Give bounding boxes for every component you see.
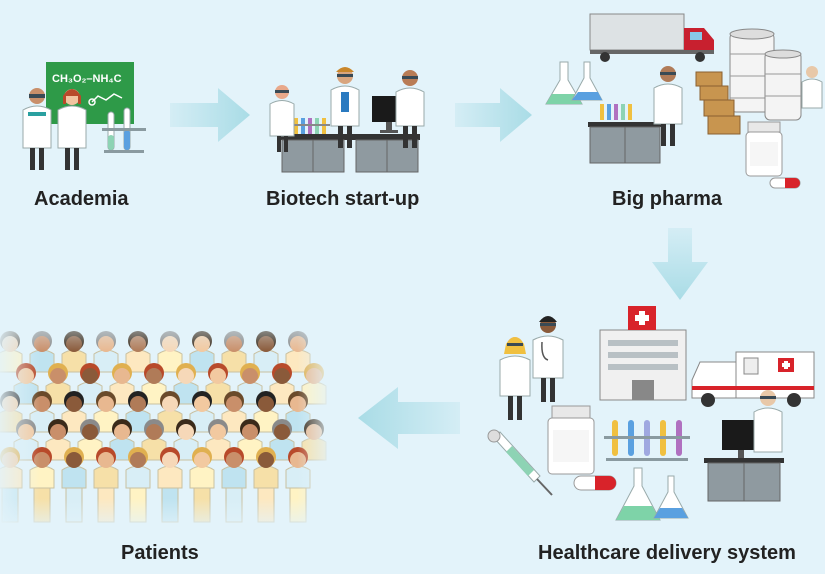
flask — [545, 61, 583, 105]
patient-figure — [61, 447, 87, 523]
patient-figure — [93, 331, 119, 373]
patient-figure — [189, 447, 215, 523]
scientist-figure — [269, 85, 295, 152]
test-tube-rack — [290, 118, 330, 134]
test-tube-rack — [604, 420, 690, 461]
chalkboard-formula: CH₃O₂–NH₄C — [52, 73, 122, 85]
storage-tank — [764, 49, 802, 121]
scientist-figure — [653, 66, 683, 146]
label-biotech-start-up: Biotech start-up — [266, 188, 420, 210]
pill-bottle — [547, 405, 595, 475]
patient-figure — [221, 331, 247, 373]
shipping-boxes — [695, 71, 741, 135]
biotech-scene — [269, 67, 425, 173]
label-big-pharma: Big pharma — [612, 188, 723, 210]
patient-figure — [29, 447, 55, 523]
capsule-pill — [769, 177, 801, 189]
patient-figure — [157, 447, 183, 523]
scientist-figure — [395, 70, 425, 148]
flask — [615, 467, 661, 521]
label-healthcare-delivery-system: Healthcare delivery system — [538, 542, 796, 564]
patients-crowd — [0, 331, 327, 523]
lab-bench — [704, 458, 784, 502]
patient-figure — [61, 331, 87, 373]
academia-scene: CH₃O₂–NH₄C — [22, 62, 146, 170]
arrow-academia-to-biotech — [170, 88, 250, 142]
pharma-scene — [545, 13, 823, 189]
scientist-figure — [801, 66, 823, 109]
scientist-figure — [753, 390, 783, 453]
arrow-healthcare-to-patients — [358, 387, 460, 449]
hospital-building — [599, 306, 687, 401]
patient-figure — [125, 447, 151, 523]
patient-figure — [93, 447, 119, 523]
patient-figure — [0, 447, 23, 523]
patient-figure — [285, 331, 311, 373]
patient-figure — [125, 331, 151, 373]
pill-bottle — [745, 121, 783, 177]
syringe — [487, 429, 553, 496]
test-tube-rack — [600, 104, 632, 120]
arrow-pharma-to-healthcare — [652, 228, 708, 300]
patient-figure — [285, 447, 311, 523]
lab-bench — [588, 122, 662, 164]
scientist-figure — [57, 89, 87, 170]
capsule-pill — [573, 475, 617, 491]
label-academia: Academia — [34, 188, 129, 210]
ambulance — [691, 351, 815, 407]
patient-figure — [189, 331, 215, 373]
arrow-biotech-to-pharma — [455, 88, 532, 142]
delivery-truck — [589, 13, 714, 62]
flask — [653, 475, 689, 519]
scientist-figure — [330, 67, 360, 148]
doctor-figure — [499, 337, 531, 420]
test-tube-rack — [102, 107, 146, 153]
scientist-figure — [22, 88, 52, 170]
flask — [571, 61, 603, 101]
patient-figure — [253, 331, 279, 373]
doctor-figure — [532, 316, 564, 402]
patient-figure — [157, 331, 183, 373]
patient-figure — [29, 331, 55, 373]
storage-tank — [729, 28, 775, 113]
patient-figure — [0, 331, 23, 373]
healthcare-scene — [487, 306, 815, 521]
patient-figure — [221, 447, 247, 523]
patient-figure — [253, 447, 279, 523]
label-patients: Patients — [121, 542, 199, 564]
